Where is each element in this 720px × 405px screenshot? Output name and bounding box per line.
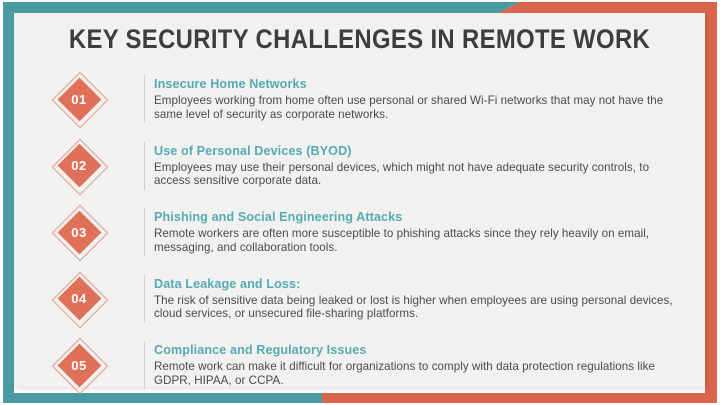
badge-number-label: 03 [71, 224, 87, 240]
number-badge-03: 03 [14, 199, 144, 265]
list-item: 05 Compliance and Regulatory Issues Remo… [14, 332, 705, 399]
list-item: 01 Insecure Home Networks Employees work… [14, 66, 705, 133]
page-title: KEY SECURITY CHALLENGES IN REMOTE WORK [68, 24, 651, 54]
list-item: 04 Data Leakage and Loss: The risk of se… [14, 266, 705, 333]
list-item-heading: Phishing and Social Engineering Attacks [154, 210, 403, 225]
list-item-description: The risk of sensitive data being leaked … [154, 293, 673, 321]
list-item-description: Employees may use their personal devices… [154, 160, 650, 188]
list-item-description: Employees working from home often use pe… [154, 94, 664, 121]
number-badge-04: 04 [14, 266, 144, 332]
list-item-body: Phishing and Social Engineering Attacks … [144, 208, 705, 257]
list-item-body: Insecure Home Networks Employees working… [144, 75, 705, 124]
list-item-body: Compliance and Regulatory Issues Remote … [144, 341, 705, 390]
badge-number-label: 02 [71, 158, 87, 174]
list-item-description: Remote workers are often more susceptibl… [154, 227, 650, 254]
list-item-body: Data Leakage and Loss: The risk of sensi… [144, 274, 705, 323]
challenge-list: 01 Insecure Home Networks Employees work… [14, 66, 705, 399]
number-badge-02: 02 [14, 133, 144, 199]
number-badge-01: 01 [14, 66, 144, 132]
badge-number-label: 01 [71, 91, 87, 107]
list-item-body: Use of Personal Devices (BYOD) Employees… [144, 141, 705, 190]
list-item-description: Remote work can make it difficult for or… [154, 360, 655, 387]
badge-number-label: 04 [71, 291, 87, 307]
badge-number-label: 05 [71, 357, 87, 373]
list-item-heading: Data Leakage and Loss: [154, 276, 301, 291]
list-item-heading: Use of Personal Devices (BYOD) [154, 143, 352, 158]
list-item-heading: Compliance and Regulatory Issues [154, 343, 367, 358]
list-item-heading: Insecure Home Networks [154, 77, 307, 92]
number-badge-05: 05 [14, 332, 144, 398]
list-item: 02 Use of Personal Devices (BYOD) Employ… [14, 133, 705, 200]
list-item: 03 Phishing and Social Engineering Attac… [14, 199, 705, 266]
content-card: KEY SECURITY CHALLENGES IN REMOTE WORK 0… [14, 13, 705, 395]
